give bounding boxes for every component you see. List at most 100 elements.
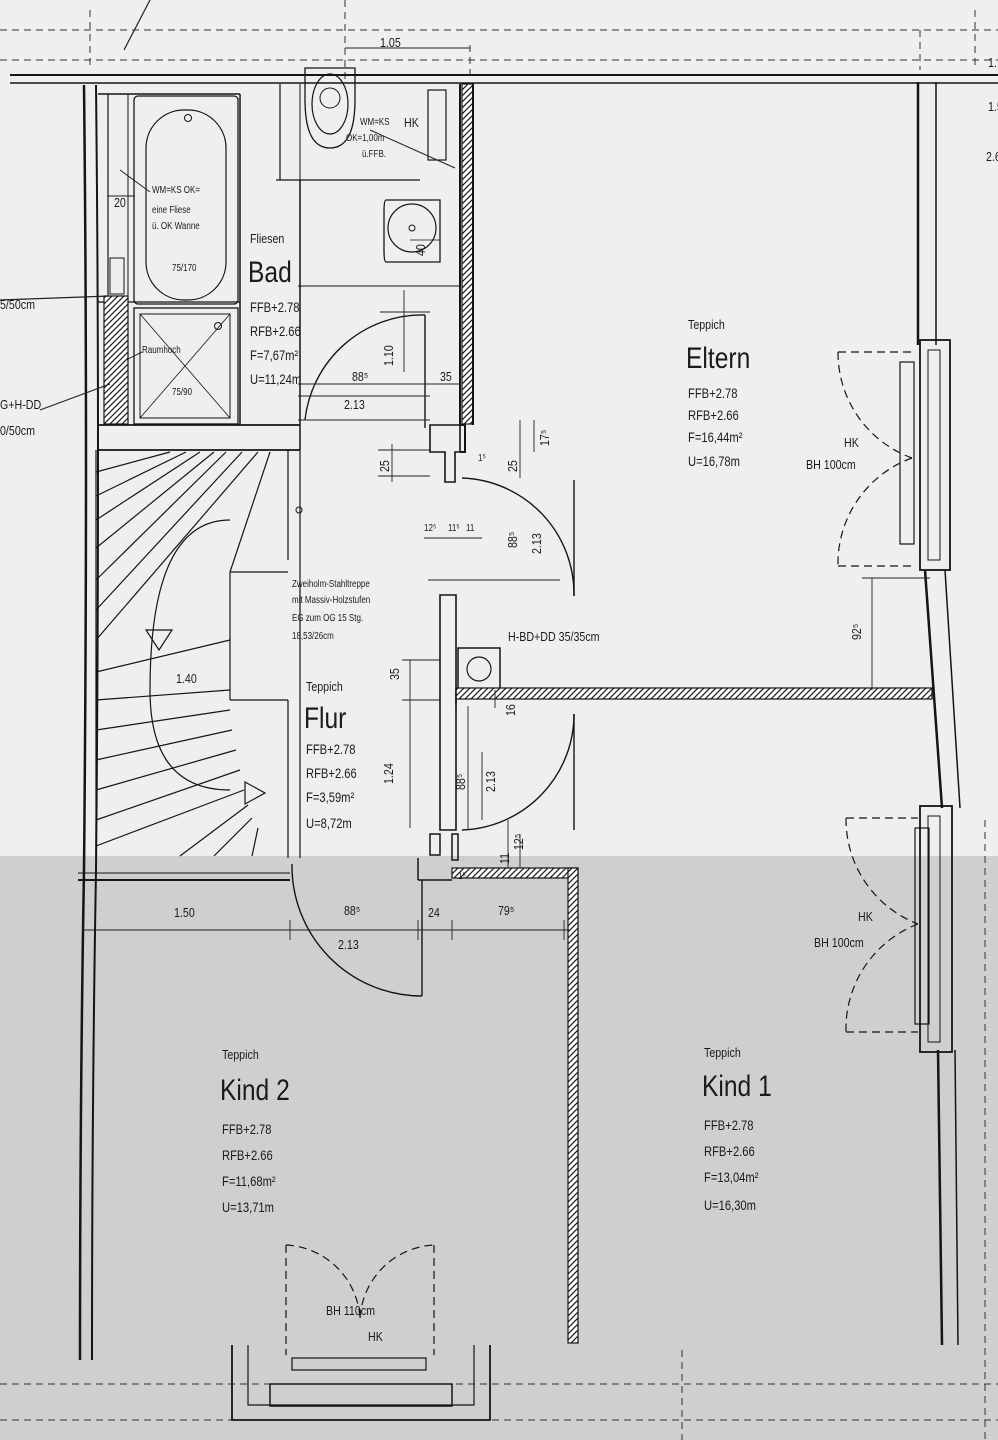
- kind1-floor: Teppich: [704, 1045, 741, 1060]
- kind1-rfb: RFB+2.66: [704, 1143, 755, 1159]
- dim-79: 79⁵: [498, 903, 515, 918]
- dim-11c: 11: [497, 852, 512, 864]
- dim-11b: 11: [466, 523, 475, 534]
- shower-size: 75/90: [172, 387, 193, 398]
- dim-24: 24: [428, 905, 440, 920]
- dim-40: 40: [413, 244, 428, 256]
- dim-25a: 25: [377, 460, 392, 472]
- dim-88a: 88⁵: [352, 369, 369, 384]
- dim-150: 1.50: [174, 905, 195, 920]
- kind2-area: F=11,68m²: [222, 1173, 276, 1189]
- dim-213b: 2.13: [529, 533, 544, 554]
- wm-ks-1: WM=KS: [360, 117, 390, 128]
- duct-label: H-BD+DD 35/35cm: [508, 629, 600, 644]
- kind2-ffb: FFB+2.78: [222, 1121, 272, 1137]
- bath-note-3: ü. OK Wanne: [152, 221, 200, 232]
- window-door-arcs: [285, 351, 919, 1355]
- eltern-hk: HK: [844, 435, 859, 450]
- kind2-floor: Teppich: [222, 1047, 259, 1062]
- bath-door-arc: [304, 314, 426, 428]
- dim-213a: 2.13: [344, 397, 365, 412]
- bath-hk: HK: [404, 115, 419, 130]
- scan-shadow-band: [0, 856, 998, 1440]
- dim-20: 20: [114, 195, 126, 210]
- kind1-area: F=13,04m²: [704, 1169, 759, 1185]
- flur-area: F=3,59m²: [306, 789, 355, 805]
- stair-width: 1.40: [176, 671, 197, 686]
- dim-17a: 17⁵: [537, 429, 552, 446]
- dim-213d: 2.13: [338, 937, 359, 952]
- right-edge-1: 1.: [988, 55, 997, 70]
- dimension-lines: [0, 0, 930, 940]
- bad-rfb: RFB+2.66: [250, 323, 301, 339]
- eltern-ffb: FFB+2.78: [688, 385, 738, 401]
- stair-line-3: EG zum OG 15 Stg.: [292, 613, 364, 624]
- bad-perimeter: U=11,24m: [250, 371, 302, 387]
- hall-door-arcs: [291, 477, 575, 997]
- kind1-perimeter: U=16,30m: [704, 1197, 756, 1213]
- stair-line-4: 18,53/26cm: [292, 631, 334, 642]
- dim-15a: 1⁵: [478, 453, 486, 464]
- wm-ks-2: OK=1,00m: [346, 133, 385, 144]
- eltern-rfb: RFB+2.66: [688, 407, 739, 423]
- bad-ffb: FFB+2.78: [250, 299, 300, 315]
- eltern-area: F=16,44m²: [688, 429, 743, 445]
- dim-12: 12⁵: [424, 523, 437, 534]
- kind1-hk: HK: [858, 909, 873, 924]
- exterior-walls: [10, 74, 998, 1361]
- dim-15b: 1⁵: [458, 871, 466, 882]
- eltern-perimeter: U=16,78m: [688, 453, 740, 469]
- bad-area: F=7,67m²: [250, 347, 299, 363]
- bath-interior: [98, 67, 460, 451]
- dim-105: 1.05: [380, 35, 401, 50]
- eltern-floor: Teppich: [688, 317, 725, 332]
- flur-ffb: FFB+2.78: [306, 741, 356, 757]
- left-note-3: 0/50cm: [0, 423, 35, 438]
- left-note-1: 5/50cm: [0, 297, 35, 312]
- raumhoch-note: Raumhoch: [142, 345, 181, 356]
- kind2-perimeter: U=13,71m: [222, 1199, 274, 1215]
- flur-floor: Teppich: [306, 679, 343, 694]
- tub-size: 75/170: [172, 263, 197, 274]
- interior-walls: [417, 83, 933, 1344]
- dim-88d: 88⁵: [344, 903, 361, 918]
- right-facade: [899, 82, 961, 1346]
- eltern-bh: BH 100cm: [806, 457, 856, 472]
- bad-name: Bad: [248, 256, 292, 289]
- dim-25b: 25: [505, 460, 520, 472]
- dim-213c: 2.13: [483, 771, 498, 792]
- dim-110: 1.10: [381, 345, 396, 366]
- bad-floor: Fliesen: [250, 231, 285, 246]
- kind2-rfb: RFB+2.66: [222, 1147, 273, 1163]
- kind1-bh: BH 100cm: [814, 935, 864, 950]
- dim-92: 92⁵: [849, 623, 864, 640]
- right-edge-2: 1.5: [988, 99, 998, 114]
- eltern-name: Eltern: [686, 342, 751, 375]
- dim-11a: 11⁵: [448, 523, 460, 534]
- dim-88b: 88⁵: [505, 531, 520, 548]
- dim-35b: 35: [387, 668, 402, 680]
- flur-rfb: RFB+2.66: [306, 765, 357, 781]
- stair-line-1: Zweiholm-Stahltreppe: [292, 579, 370, 590]
- kind1-name: Kind 1: [702, 1070, 772, 1103]
- bath-note-1: WM=KS OK=: [152, 185, 201, 196]
- dim-35a: 35: [440, 369, 452, 384]
- dim-88c: 88⁵: [453, 773, 468, 790]
- wm-ks-3: ü.FFB.: [362, 149, 387, 160]
- dim-16: 16: [503, 704, 518, 716]
- balcony-bay: [231, 1345, 491, 1421]
- kind1-ffb: FFB+2.78: [704, 1117, 754, 1133]
- staircase: [95, 450, 303, 858]
- stair-line-2: mit Massiv-Holzstufen: [292, 595, 371, 606]
- bath-note-2: eine Fliese: [152, 205, 191, 216]
- flur-name: Flur: [304, 702, 347, 735]
- kind2-bh: BH 110cm: [326, 1303, 375, 1318]
- flur-perimeter: U=8,72m: [306, 815, 352, 831]
- kind2-name: Kind 2: [220, 1074, 290, 1107]
- dim-124: 1.24: [381, 763, 396, 784]
- dim-12b: 12⁵: [511, 833, 526, 850]
- kind2-hk: HK: [368, 1329, 383, 1344]
- left-note-2: G+H-DD: [0, 397, 42, 412]
